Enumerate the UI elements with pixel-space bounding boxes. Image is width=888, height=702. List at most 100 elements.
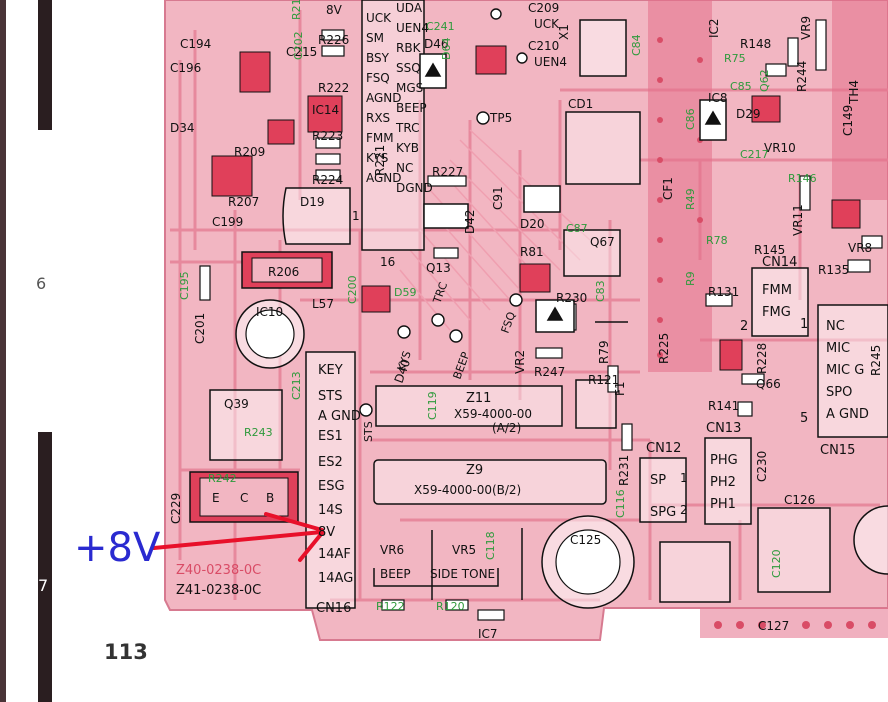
- vr5-label: SIDE TONE: [430, 567, 495, 581]
- component-designator: R206: [268, 265, 299, 279]
- component-designator: C215: [286, 45, 317, 59]
- component-designator: C241: [426, 20, 455, 33]
- cn16-pin-label: A GND: [318, 409, 361, 424]
- component-designator: 8V: [326, 3, 343, 17]
- cn15-pin-label: A GND: [826, 407, 869, 422]
- cn15-pin-label: NC: [826, 319, 845, 334]
- vr5-designator: VR5: [452, 543, 476, 557]
- fsq-label: FSQ: [499, 310, 519, 335]
- board-id-red: Z40-0238-0C: [176, 563, 261, 578]
- cn15-pin-label: MIC G: [826, 363, 864, 378]
- component-designator: R131: [708, 285, 739, 299]
- cn15-pin-label: SPO: [826, 385, 852, 400]
- tp5-label: TP5: [489, 111, 512, 125]
- cf1-outline: [565, 111, 641, 185]
- component-pads: [211, 45, 861, 371]
- component-designator: C83: [594, 280, 607, 302]
- component-designator: R225: [657, 333, 671, 364]
- component-designator: C230: [755, 451, 769, 482]
- component-designator: C118: [484, 531, 497, 560]
- z11-part: X59-4000-00: [454, 407, 532, 421]
- cn15-pin-5: 5: [800, 411, 808, 426]
- component-designator: Q67: [590, 235, 615, 249]
- component-designator: R135: [818, 263, 849, 277]
- diagonal-trace-fan: [399, 129, 591, 331]
- component-designator: D46: [424, 37, 449, 51]
- ic-header-pin-label: DGND: [396, 181, 433, 195]
- z11-outline: [375, 385, 563, 427]
- cn15-pin-labels: NC MIC MIC G SPO A GND: [826, 319, 869, 422]
- component-designator: R243: [244, 426, 273, 439]
- cn13-outline: [704, 437, 752, 525]
- ic-header-pin-number: 1: [352, 209, 360, 223]
- component-designator: R228: [755, 343, 769, 374]
- page-edge: [0, 0, 6, 702]
- component-designator: IC10: [256, 305, 283, 319]
- component-designator: TH4: [847, 80, 861, 105]
- cn13-pin-label: PH1: [710, 497, 736, 512]
- component-designator: IC7: [478, 627, 498, 641]
- component-designator: C87: [566, 222, 588, 235]
- component-designator: VR9: [799, 16, 813, 40]
- ic-header-pin-label: BEEP: [396, 101, 427, 115]
- component-designator: C127: [758, 619, 789, 633]
- component-designator: R222: [318, 81, 349, 95]
- c125-outline: [757, 507, 831, 593]
- voltage-annotation-label: +8V: [74, 525, 161, 571]
- page-number: 113: [104, 640, 148, 664]
- z11-suffix: (A/2): [492, 421, 521, 435]
- test-point-circles: [359, 8, 528, 417]
- component-designator: C91: [491, 186, 505, 210]
- component-designator: R245: [869, 345, 883, 376]
- component-designator: C199: [212, 215, 243, 229]
- component-designator: R9: [684, 271, 697, 286]
- kys-label: KYS: [395, 349, 414, 373]
- component-designator: C126: [784, 493, 815, 507]
- trc-label: TRC: [430, 280, 450, 306]
- component-designator: C149: [841, 105, 855, 136]
- component-designator: R120: [436, 600, 465, 613]
- component-designator: C216: [0, 0, 31, 3]
- ic-header-pin-label: RXS: [366, 111, 390, 125]
- vr6-label: BEEP: [380, 567, 411, 581]
- component-designator: R141: [708, 399, 739, 413]
- component-designator: C194: [180, 37, 211, 51]
- cn16-pin-label: ES2: [318, 455, 343, 470]
- cn12-designator: CN12: [646, 441, 681, 456]
- binding-strip-bottom: [38, 432, 52, 702]
- component-designator: R121: [588, 373, 619, 387]
- component-designator: D64: [440, 38, 453, 60]
- z9-designator: Z9: [466, 463, 483, 478]
- cn12-pin-label: SP: [650, 473, 666, 488]
- cn16-pin-label: KEY: [318, 363, 343, 378]
- ic-header-pin-label: TRC: [395, 121, 419, 135]
- component-designator: C195: [178, 271, 191, 300]
- ic-header-pin-label: AGND: [366, 91, 402, 105]
- c126-outline: [659, 541, 731, 603]
- component-designator: C85: [730, 80, 752, 93]
- component-designator: R227: [432, 165, 463, 179]
- cn15-pin-1: 1: [800, 317, 808, 332]
- component-designator: R244: [795, 61, 809, 92]
- cd1-outline: [563, 229, 621, 277]
- component-designator: R79: [597, 340, 611, 364]
- cn16-pin-label: ESG: [318, 479, 345, 494]
- component-designator: R230: [556, 291, 587, 305]
- component-designator: R231: [617, 455, 631, 486]
- cn16-pin-label: 8V: [318, 525, 335, 540]
- component-designator: R146: [788, 172, 817, 185]
- component-designator: R247: [534, 365, 565, 379]
- component-designator: C201: [193, 313, 207, 344]
- component-designator: VR11: [791, 204, 805, 236]
- f1-outline: [575, 379, 617, 429]
- c199-outline: [282, 187, 351, 245]
- cn15-pin-label: MIC: [826, 341, 850, 356]
- component-designator: D19: [300, 195, 325, 209]
- diode-symbols: [419, 53, 727, 333]
